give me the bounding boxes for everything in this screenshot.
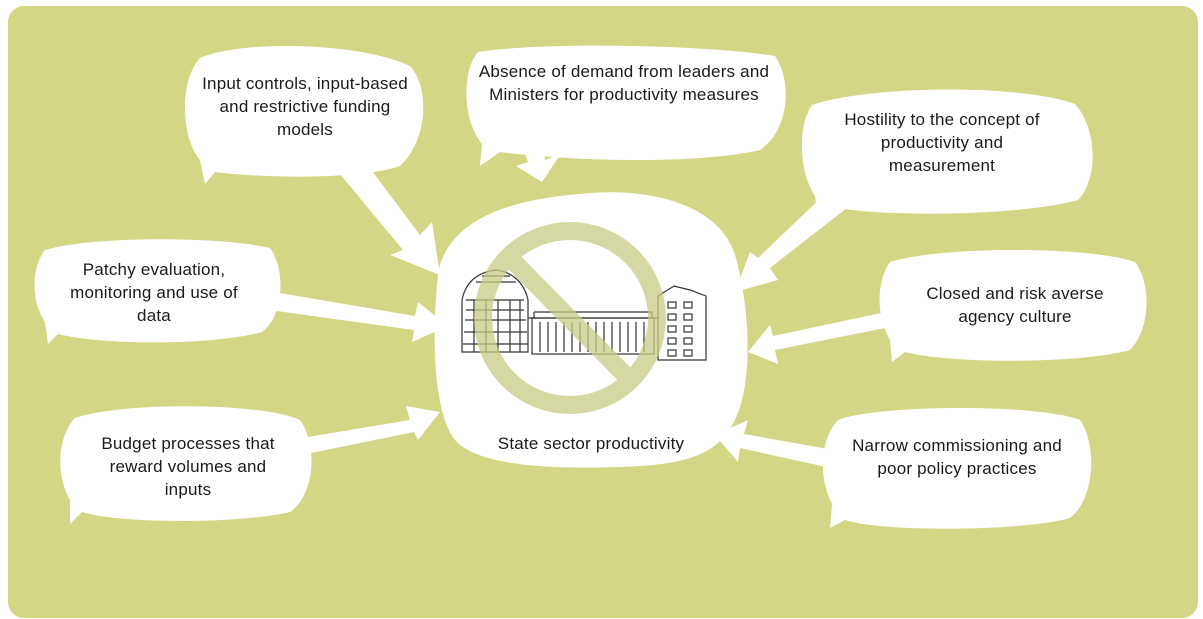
arrow-patchy-evaluation <box>255 290 448 342</box>
barrier-absence-of-demand: Absence of demand from leaders and Minis… <box>478 62 770 104</box>
arrow-closed-culture <box>748 308 905 364</box>
barrier-patchy-evaluation: Patchy evaluation, monitoring and use of… <box>70 260 238 325</box>
barrier-hostility: Hostility to the concept of productivity… <box>844 110 1040 175</box>
barrier-narrow-commissioning: Narrow commissioning and poor policy pra… <box>852 436 1062 478</box>
barrier-budget-processes: Budget processes that reward volumes and… <box>101 434 275 499</box>
bubble-budget-processes <box>60 406 312 524</box>
prohibition-icon <box>474 222 666 414</box>
center-label: State sector productivity <box>497 434 685 453</box>
bubble-hostility <box>801 89 1093 218</box>
barrier-closed-culture: Closed and risk averse agency culture <box>926 284 1104 326</box>
bubble-input-controls <box>184 46 424 184</box>
arrow-narrow-commissioning <box>715 420 845 470</box>
bubble-closed-culture <box>879 250 1147 362</box>
bubble-narrow-commissioning <box>822 408 1092 529</box>
barrier-input-controls: Input controls, input-based and restrict… <box>202 74 408 139</box>
bubble-absence-of-demand <box>466 45 786 167</box>
bubble-patchy-evaluation <box>34 239 281 344</box>
